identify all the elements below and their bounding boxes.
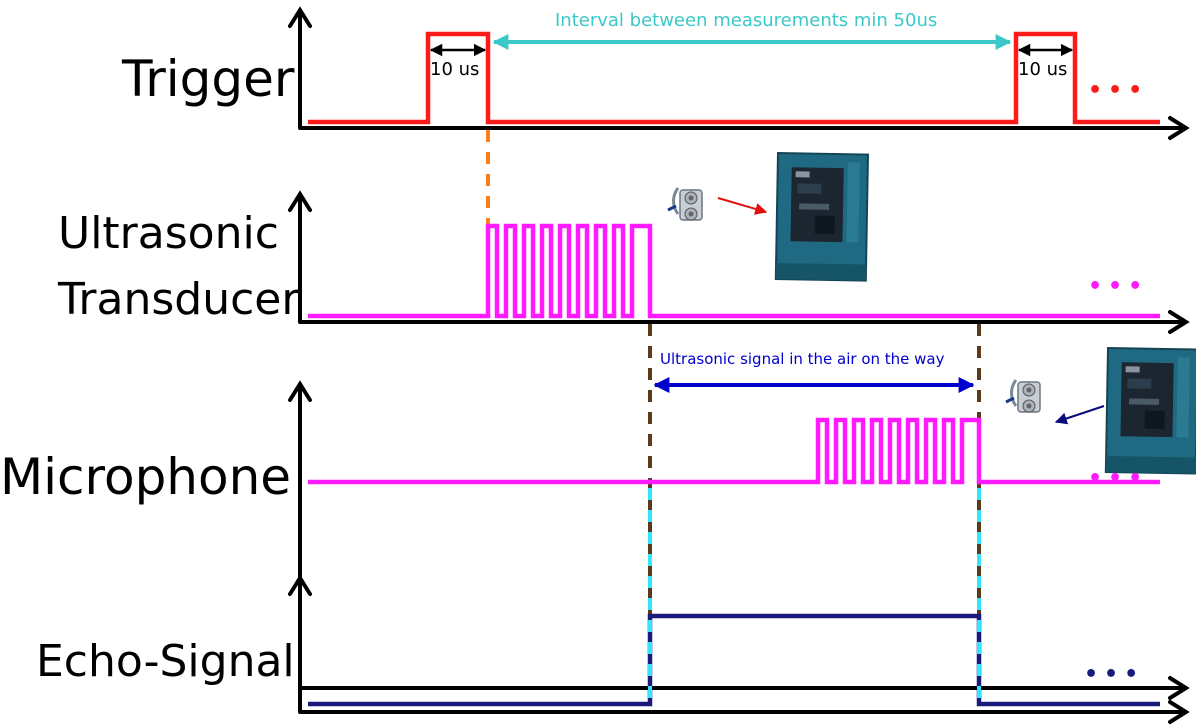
transducer-label-line1: Ultrasonic xyxy=(58,208,279,259)
pulse-width-label-2: 10 us xyxy=(1018,59,1068,80)
air-time-label: Ultrasonic signal in the air on the way xyxy=(660,350,945,368)
arduino-board-in-box xyxy=(774,151,870,282)
ultrasonic-sensor-icon xyxy=(667,187,703,221)
transducer-continuation-dots: ••• xyxy=(1088,274,1149,299)
microphone-signal xyxy=(308,417,1160,485)
echo-signal xyxy=(308,613,1160,707)
ultrasonic-sensor-icon-2 xyxy=(1005,379,1041,413)
trigger-signal xyxy=(308,31,1160,125)
microphone-label: Microphone xyxy=(0,448,292,506)
navy-data-arrow xyxy=(1054,405,1105,425)
pulse-width-label-1: 10 us xyxy=(430,59,480,80)
microphone-continuation-dots: ••• xyxy=(1088,466,1149,491)
echo-signal-label: Echo-Signal xyxy=(36,636,295,687)
transducer-axis xyxy=(288,190,1190,334)
transducer-label-line2: Transducer xyxy=(58,274,300,325)
trigger-continuation-dots: ••• xyxy=(1088,78,1149,103)
red-data-arrow xyxy=(717,197,768,215)
echo-continuation-dots: ••• xyxy=(1084,662,1145,687)
arduino-board-in-box-2 xyxy=(1104,346,1196,475)
interval-label: Interval between measurements min 50us xyxy=(555,10,938,31)
echo-axis xyxy=(288,574,1190,724)
transducer-signal xyxy=(308,223,1160,319)
board-to-sensor-picture xyxy=(1005,346,1196,475)
axes xyxy=(288,6,1190,724)
microphone-axis xyxy=(288,380,1190,700)
trigger-label: Trigger xyxy=(122,50,295,108)
trigger-axis xyxy=(288,6,1190,140)
sensor-to-board-picture xyxy=(667,151,870,282)
